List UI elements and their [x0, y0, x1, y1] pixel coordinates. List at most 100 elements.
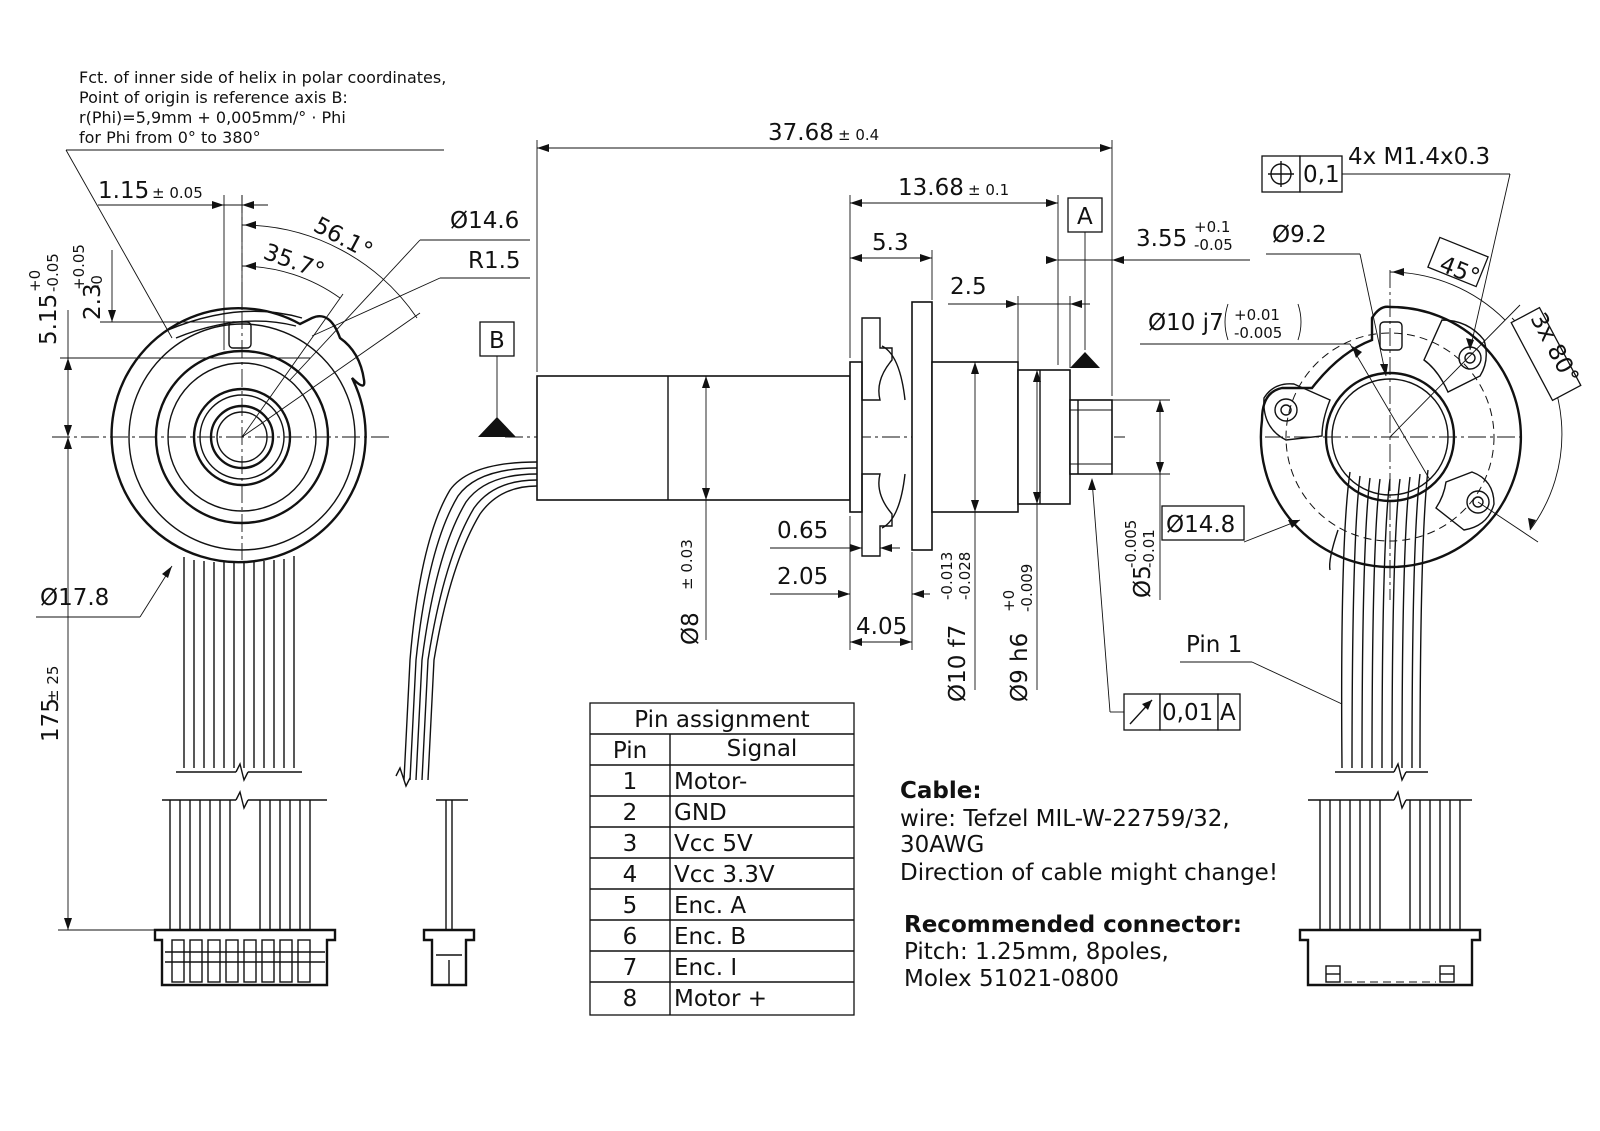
- table-cell-pin: 2: [623, 800, 638, 826]
- length-13-68: 13.68: [898, 175, 964, 201]
- dim-5-15-tol-up: +0: [26, 270, 44, 292]
- connector-line2: Molex 51021-0800: [904, 966, 1119, 992]
- table-cell-pin: 7: [623, 955, 638, 981]
- angle-3x80-box: 3x 80°: [1510, 306, 1583, 402]
- dim-0-65: 0.65: [777, 518, 828, 544]
- datum-b-box: [479, 321, 515, 357]
- table-cell-pin: 1: [623, 769, 638, 795]
- table-title: Pin assignment: [634, 707, 809, 733]
- table-cell-signal: Vcc 5V: [674, 831, 753, 857]
- dim-2-05: 2.05: [777, 564, 828, 590]
- rear-view: 0,1 4x M1.4x0.3 Ø9.2 Ø10 j7 +0.01 -0.005…: [1140, 144, 1583, 987]
- front-shaft-bore: [209, 404, 275, 470]
- table-cell-signal: Enc. B: [674, 924, 746, 950]
- radius-1-5: R1.5: [468, 248, 521, 274]
- rear-connector: [1298, 928, 1482, 987]
- dia-10-j7: Ø10 j7: [1148, 310, 1224, 336]
- connector-info: Recommended connector: Pitch: 1.25mm, 8p…: [904, 912, 1242, 992]
- length-37-68: 37.68: [768, 120, 834, 146]
- front-hub-ring: [192, 387, 292, 487]
- dim-2-3-tol-low: -0: [88, 275, 106, 290]
- dia-10-f7: Ø10 f7: [945, 625, 971, 702]
- dia-14-8-box: [1161, 505, 1245, 541]
- front-wire-bundle: [162, 556, 327, 930]
- rear-wire-bundle: [1308, 469, 1472, 930]
- front-connector: [153, 928, 337, 987]
- dia-10-j7-tol-up: +0.01: [1234, 306, 1280, 324]
- connector-line1: Pitch: 1.25mm, 8poles,: [904, 939, 1169, 965]
- angle-35-7: 35.7°: [260, 239, 328, 285]
- table-cell-signal: GND: [674, 800, 727, 826]
- helix-note-line2: Point of origin is reference axis B:: [79, 88, 348, 107]
- dim-2-3-tol-up: +0.05: [70, 244, 88, 290]
- table-cell-pin: 8: [623, 986, 638, 1012]
- helix-note: Fct. of inner side of helix in polar coo…: [65, 68, 446, 339]
- datum-a: A: [1077, 204, 1093, 230]
- side-shaft: [1069, 399, 1113, 475]
- angle-45-box: 45°: [1427, 236, 1489, 291]
- table-cell-pin: 5: [623, 893, 638, 919]
- rear-hole-2: [1274, 398, 1298, 422]
- dia-8: Ø8: [678, 612, 704, 645]
- helix-inner-ring: [128, 323, 356, 551]
- length-37-68-tol: ± 0.4: [838, 126, 879, 144]
- helix-note-line1: Fct. of inner side of helix in polar coo…: [79, 68, 446, 87]
- dia-9-h6-tol-low: -0.009: [1018, 564, 1036, 612]
- dim-3-55: 3.55: [1136, 226, 1187, 252]
- side-cable: [395, 461, 538, 987]
- side-housing-9: [1017, 369, 1071, 505]
- position-tol-value: 0,1: [1303, 162, 1340, 188]
- dim-1-15: 1.15: [98, 178, 149, 204]
- connector-heading: Recommended connector:: [904, 912, 1242, 938]
- table-header-pin: Pin: [613, 738, 647, 764]
- front-index-notch: [228, 321, 252, 349]
- dim-5-3: 5.3: [872, 230, 909, 256]
- datum-b: B: [489, 328, 505, 354]
- dia-5: Ø5: [1130, 565, 1156, 598]
- cable-line2: 30AWG: [900, 832, 984, 858]
- dia-5-tol-low: -0.01: [1140, 529, 1158, 568]
- table-cell-pin: 4: [623, 862, 638, 888]
- dia-10-j7-tol-low: -0.005: [1234, 324, 1282, 342]
- front-flange-ring: [154, 349, 330, 525]
- side-view: 37.68 ± 0.4 13.68 ± 0.1 5.3 2.5 A 3.55: [395, 120, 1250, 987]
- rear-hole-3: [1466, 490, 1490, 514]
- table-cell-signal: Enc. A: [674, 893, 746, 919]
- dim-3-55-tol-up: +0.1: [1194, 218, 1230, 236]
- dia-9-h6: Ø9 h6: [1007, 633, 1033, 702]
- dim-5-15: 5.15: [36, 294, 62, 345]
- dia-10-f7-tol-low: -0.028: [956, 552, 974, 600]
- runout-value: 0,01: [1162, 700, 1213, 726]
- rear-bore: [1324, 371, 1456, 503]
- runout-frame: 0,01 A: [1123, 693, 1241, 731]
- dim-2-5: 2.5: [950, 274, 987, 300]
- length-175-tol: ± 25: [44, 666, 62, 702]
- runout-datum: A: [1220, 700, 1236, 726]
- dia-8-tol: ± 0.03: [678, 539, 696, 590]
- motor-body: [536, 375, 851, 501]
- dim-4-05: 4.05: [856, 614, 907, 640]
- cable-heading: Cable:: [900, 778, 982, 804]
- dia-9-2: Ø9.2: [1272, 222, 1327, 248]
- side-flange: [911, 301, 933, 551]
- table-cell-pin: 3: [623, 831, 638, 857]
- dia-14-6: Ø14.6: [450, 208, 519, 234]
- pin-1-label: Pin 1: [1186, 632, 1242, 658]
- dia-10-f7-tol-up: -0.013: [938, 552, 956, 600]
- datum-a-box: [1067, 197, 1103, 233]
- front-view: 1.15 ± 0.05 56.1° 35.7° Ø14.6 R1.5 5.15 …: [26, 178, 530, 987]
- length-13-68-tol: ± 0.1: [968, 181, 1009, 199]
- dim-5-15-tol-low: -0.05: [44, 253, 62, 292]
- helix-note-line4: for Phi from 0° to 380°: [79, 128, 261, 147]
- table-cell-signal: Motor +: [674, 986, 767, 1012]
- cable-line3: Direction of cable might change!: [900, 860, 1278, 886]
- dim-2-3: 2.3: [80, 283, 106, 320]
- dia-5-tol-up: -0.005: [1122, 520, 1140, 568]
- table-cell-pin: 6: [623, 924, 638, 950]
- dim-3-55-tol-low: -0.05: [1194, 236, 1233, 254]
- helix-note-line3: r(Phi)=5,9mm + 0,005mm/° · Phi: [79, 108, 346, 127]
- helix-outer-contour: [110, 306, 367, 564]
- rear-bolt-circle: [1285, 332, 1495, 542]
